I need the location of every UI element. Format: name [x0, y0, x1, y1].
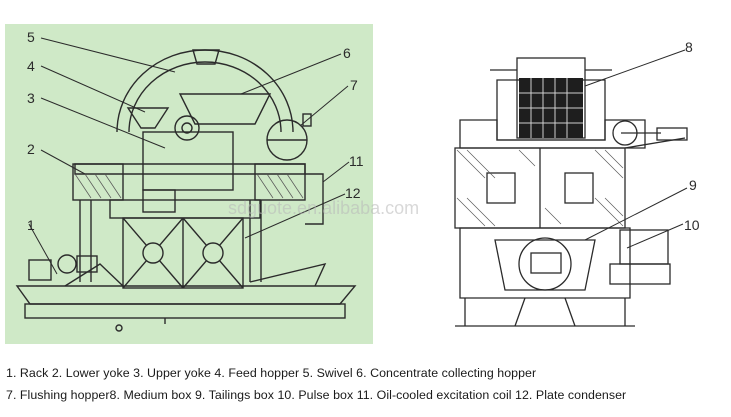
oil-cooled-coil: [254, 163, 306, 201]
drive-motor: [174, 115, 200, 141]
label-9: 9: [689, 177, 697, 193]
magnetic-separator-front-view-diagram: 5 4 3 2 1 6 7 11 12: [5, 24, 373, 344]
pulse-motor: [530, 252, 562, 274]
label-8: 8: [685, 39, 693, 55]
label-3: 3: [27, 90, 35, 106]
label-7: 7: [350, 77, 358, 93]
feed-hopper: [126, 107, 170, 129]
label-6: 6: [343, 45, 351, 61]
pulse-box: [619, 229, 669, 265]
label-5: 5: [27, 29, 35, 45]
label-4: 4: [27, 58, 35, 74]
magnetic-separator-side-view-diagram: 8 9 10: [454, 39, 700, 327]
upper-yoke: [142, 131, 234, 191]
label-11: 11: [349, 153, 364, 169]
label-10: 10: [684, 217, 700, 233]
handwheel: [612, 120, 638, 146]
caption-line-2: 7. Flushing hopper8. Medium box 9. Taili…: [6, 388, 627, 402]
rack-motor: [28, 259, 52, 281]
lower-yoke-left: [72, 163, 124, 201]
label-1: 1: [27, 217, 35, 233]
concentrate-hopper: [178, 93, 272, 125]
diagram-background: [5, 24, 373, 344]
tailings-box: [494, 239, 596, 291]
label-12: 12: [345, 185, 361, 201]
caption-line-1: 1. Rack 2. Lower yoke 3. Upper yoke 4. F…: [6, 366, 537, 380]
top-inlet: [192, 49, 220, 65]
label-2: 2: [27, 141, 35, 157]
